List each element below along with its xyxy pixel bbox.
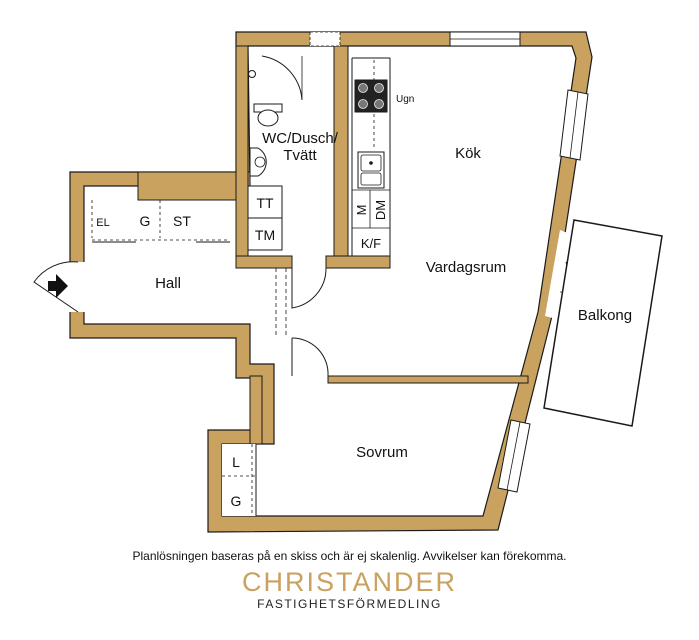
toilet-bowl-icon — [257, 109, 279, 127]
room-label-ugn: Ugn — [396, 94, 414, 105]
room-label-balkong: Balkong — [578, 307, 632, 324]
bath-door-swing — [291, 267, 327, 309]
shower-head-icon — [248, 70, 256, 78]
entrance-arrow-icon — [48, 274, 68, 298]
bath-wall-right — [333, 45, 349, 269]
room-label-wc-line2: Tvätt — [283, 147, 317, 164]
storage-label-tm: TM — [255, 227, 275, 243]
storage-label-dm: DM — [373, 200, 388, 220]
bath-wall-left — [235, 45, 249, 267]
tm-box — [247, 217, 283, 251]
storage-label-g-bed: G — [231, 493, 242, 509]
storage-label-l: L — [232, 454, 240, 470]
brand-subtitle: FASTIGHETSFÖRMEDLING — [257, 597, 442, 611]
window-right-bottom — [497, 419, 531, 493]
bath-vent — [309, 31, 341, 47]
tt-box — [247, 185, 283, 219]
storage-label-tt: TT — [256, 195, 274, 211]
room-label-sovrum: Sovrum — [356, 444, 408, 461]
bedroom-door-swing — [291, 337, 329, 377]
washbasin-icon — [249, 147, 267, 177]
storage-label-m: M — [354, 205, 369, 216]
bed-wall-top — [327, 375, 529, 384]
bath-wall-bottom-right — [325, 255, 391, 269]
balcony — [543, 219, 663, 427]
bedroom-wardrobe — [222, 444, 256, 516]
brand-logo: CHRISTANDER — [241, 567, 457, 597]
storage-label-st: ST — [173, 213, 191, 229]
disclaimer-text: Planlösningen baseras på en skiss och är… — [132, 549, 567, 563]
room-label-hall: Hall — [155, 275, 181, 292]
bed-wall-left — [249, 375, 263, 445]
storage-label-g-hall: G — [140, 213, 151, 229]
shower-curve — [261, 55, 303, 101]
room-label-vardagsrum: Vardagsrum — [426, 259, 507, 276]
floor-plan: WC/Dusch/ Tvätt Ugn Kök Hall Vardagsrum … — [33, 31, 663, 533]
bath-wall-bottom — [235, 255, 293, 269]
hall-wall-block — [137, 171, 251, 201]
storage-label-el: EL — [96, 217, 109, 229]
balcony-door — [545, 230, 575, 320]
room-label-wc-line1: WC/Dusch/ — [262, 130, 339, 147]
storage-label-kf: K/F — [361, 236, 381, 251]
room-label-kok: Kök — [455, 145, 481, 162]
